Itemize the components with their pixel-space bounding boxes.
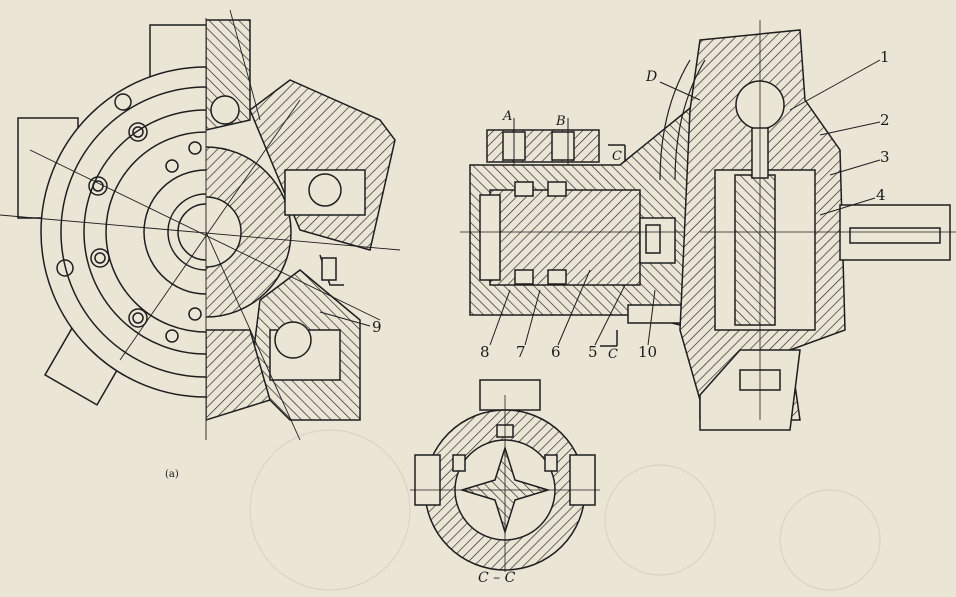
port-label-a: A bbox=[503, 109, 513, 124]
valve-section bbox=[460, 98, 701, 347]
part-label-4: 4 bbox=[876, 186, 886, 204]
bleed-through-background bbox=[249, 429, 881, 591]
part-label-2: 2 bbox=[880, 111, 890, 129]
part-label-1: 1 bbox=[880, 48, 890, 66]
section-c-c bbox=[410, 379, 600, 572]
feature-label-d: D bbox=[646, 69, 658, 85]
section-mark-top: C bbox=[612, 149, 622, 164]
crankcase-section bbox=[659, 20, 956, 431]
end-view bbox=[0, 9, 401, 441]
part-label-9: 9 bbox=[372, 318, 382, 336]
part-label-7: 7 bbox=[516, 343, 526, 361]
section-mark-bottom: C bbox=[608, 347, 618, 362]
part-label-8: 8 bbox=[480, 343, 490, 361]
subfigure-label: (a) bbox=[165, 469, 179, 480]
part-label-6: 6 bbox=[551, 343, 561, 361]
bolt-holes bbox=[56, 93, 202, 343]
part-label-10: 10 bbox=[638, 343, 658, 361]
port-label-b: B bbox=[556, 114, 566, 129]
part-label-5: 5 bbox=[588, 343, 598, 361]
section-title: C – C bbox=[478, 570, 516, 586]
part-label-3: 3 bbox=[880, 148, 890, 166]
